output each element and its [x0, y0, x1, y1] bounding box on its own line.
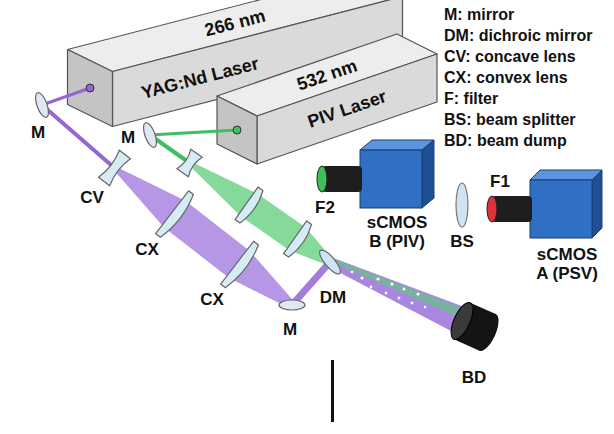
laser-side-face: [257, 54, 437, 164]
particle: [376, 277, 379, 280]
green-beam-line: [150, 130, 237, 135]
particle: [403, 288, 406, 291]
camera-a: [487, 170, 602, 238]
part-label: M: [283, 321, 297, 340]
key-entry: BD: beam dump: [444, 132, 567, 150]
laser-head: 532 nmPIV Laser: [210, 20, 445, 170]
camera-label-box: sCMOS B (PIV): [362, 214, 432, 256]
part-label: CX: [135, 241, 159, 260]
concave-lens: [99, 150, 131, 185]
key-entry: M: mirror: [444, 6, 514, 24]
light-sheet-green: [330, 258, 467, 319]
laser-name: 532 nm: [295, 56, 360, 93]
camera-lens: [322, 166, 362, 192]
camera-name: sCMOS B (PIV): [362, 214, 432, 251]
light-sheet: [328, 257, 468, 333]
stand-post: [331, 360, 334, 422]
camera-side: [592, 170, 602, 238]
part-label: F2: [315, 199, 335, 218]
part-label: M: [121, 129, 135, 148]
beam-dump-face: [447, 299, 478, 342]
green-filter: [317, 166, 327, 192]
part-label: BD: [462, 369, 487, 388]
red-filter: [487, 196, 497, 222]
particle: [416, 292, 419, 295]
camera-name: sCMOS A (PSV): [532, 246, 602, 283]
beam-splitter: [456, 183, 468, 227]
particle: [398, 297, 401, 300]
convex-lens: [221, 241, 262, 290]
uv-beam-line: [42, 105, 115, 168]
particle: [411, 302, 414, 305]
particle: [360, 276, 363, 279]
key-entry: F: filter: [444, 90, 498, 108]
key-entry: DM: dichroic mirror: [444, 27, 592, 45]
beam-dump-end: [472, 311, 503, 354]
part-label: M: [31, 124, 45, 143]
camera-top: [530, 170, 602, 180]
laser-name: PIV Laser: [305, 87, 388, 131]
mirror: [141, 121, 159, 149]
camera-side: [422, 140, 434, 208]
laser-name: YAG:Nd Laser: [139, 54, 260, 102]
green-beam: [150, 130, 332, 265]
convex-lens: [284, 221, 315, 259]
concave-lens: [177, 149, 202, 177]
key-entry: BS: beam splitter: [444, 111, 576, 129]
laser-aperture: [86, 84, 94, 92]
key-entry: CV: concave lens: [444, 48, 576, 66]
seed-particles: [351, 271, 427, 309]
uv-beam: [42, 88, 330, 308]
particle: [390, 282, 393, 285]
particle: [370, 286, 373, 289]
camera-front: [360, 150, 422, 208]
uv-beam-line: [42, 88, 90, 105]
particle: [351, 271, 354, 274]
part-label: F1: [490, 173, 510, 192]
convex-lens: [235, 187, 266, 225]
camera-front: [530, 180, 592, 238]
particle: [424, 306, 427, 309]
part-label: CV: [80, 189, 104, 208]
camera-top: [360, 140, 434, 150]
part-label: CX: [200, 291, 224, 310]
laser-name: 266 nm: [203, 7, 268, 40]
camera-lens: [492, 196, 532, 222]
particle: [380, 299, 382, 301]
dichroic-mirror: [317, 247, 344, 276]
camera-label-box: sCMOS A (PSV): [532, 246, 602, 288]
laser-532: [217, 34, 437, 164]
convex-lens: [156, 191, 197, 240]
laser-aperture: [233, 126, 241, 134]
part-label: DM: [320, 289, 346, 308]
mirror: [279, 300, 305, 310]
part-label: BS: [450, 233, 474, 252]
laser-front-face: [68, 50, 113, 127]
beam-dump: [447, 299, 503, 353]
key-entry: CX: convex lens: [444, 69, 568, 87]
particle: [385, 292, 388, 295]
mirror: [33, 91, 51, 119]
